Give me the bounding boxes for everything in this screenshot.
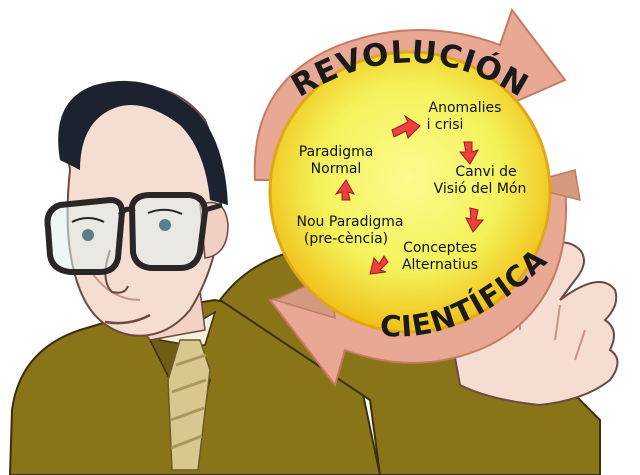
arrow-right-icon	[391, 114, 421, 139]
stage-label-line2: Visió del Món	[434, 181, 527, 197]
stage-label-line2: Alternatius	[402, 257, 478, 273]
stage-label-line1: Anomalies	[429, 100, 502, 116]
stage-nou-paradigma: Nou Paradigma (pre-cència)	[297, 214, 404, 247]
stage-label-line1: Nou Paradigma	[297, 214, 404, 230]
stage-label-line1: Conceptes	[403, 240, 477, 256]
stage-canvi-visio: Canvi de Visió del Món	[434, 164, 527, 197]
tie-stripes	[170, 353, 207, 450]
mouth	[104, 313, 151, 325]
cycle-circle	[268, 50, 552, 334]
stage-label-line2: i crisi	[427, 117, 464, 133]
arrow-down-icon	[458, 141, 480, 165]
arrow-down-icon	[465, 207, 485, 233]
stage-label-line1: Canvi de	[455, 164, 516, 180]
stage-label-line2: (pre-cència)	[304, 231, 388, 247]
small-cycle-arrows	[334, 114, 485, 275]
arrow-left-icon	[369, 255, 389, 275]
stage-anomalies-crisi: Anomalies i crisi	[427, 100, 502, 133]
stage-conceptes-alternatius: Conceptes Alternatius	[402, 240, 478, 273]
stage-label-line2: Normal	[311, 161, 362, 177]
hair	[58, 80, 228, 205]
stage-label-line1: Paradigma	[299, 144, 374, 160]
arrow-up-icon	[334, 179, 356, 201]
glasses	[44, 192, 223, 275]
stage-paradigma-normal: Paradigma Normal	[299, 144, 374, 177]
